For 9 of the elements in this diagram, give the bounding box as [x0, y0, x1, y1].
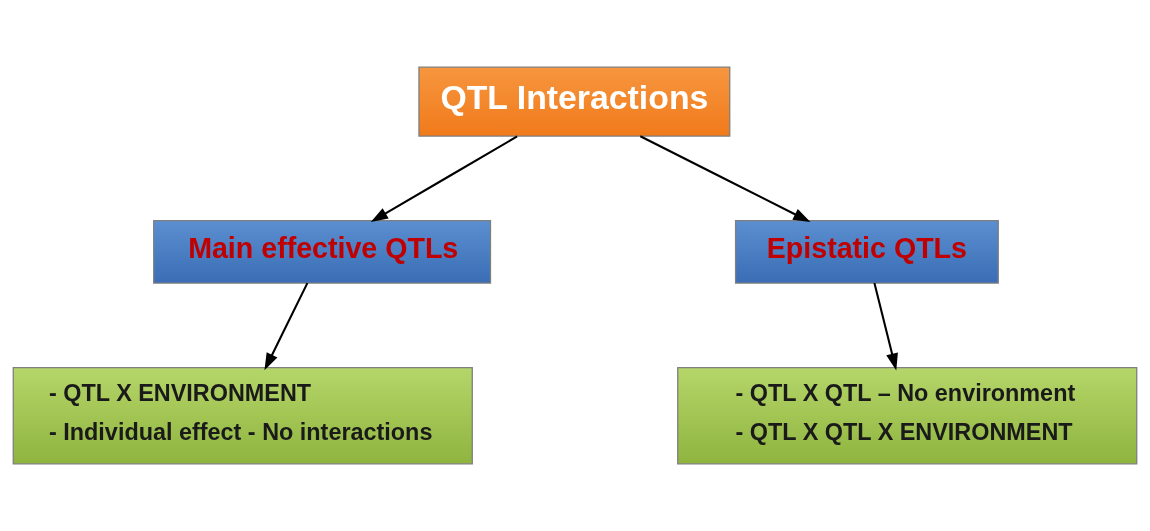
arrow — [370, 135, 518, 223]
node-box: - QTL X QTL – No environment - QTL X QTL X ENVIRONMENT — [677, 366, 1138, 465]
node-box: - QTL X ENVIRONMENT - Individual effect - No interactions — [12, 366, 473, 465]
arrow — [264, 282, 309, 371]
node-box: Epistatic QTLs — [734, 220, 999, 284]
arrow — [873, 282, 898, 371]
node-box: Main effective QTLs — [153, 220, 492, 284]
arrow — [639, 135, 811, 223]
node-box: QTL Interactions — [418, 66, 731, 137]
